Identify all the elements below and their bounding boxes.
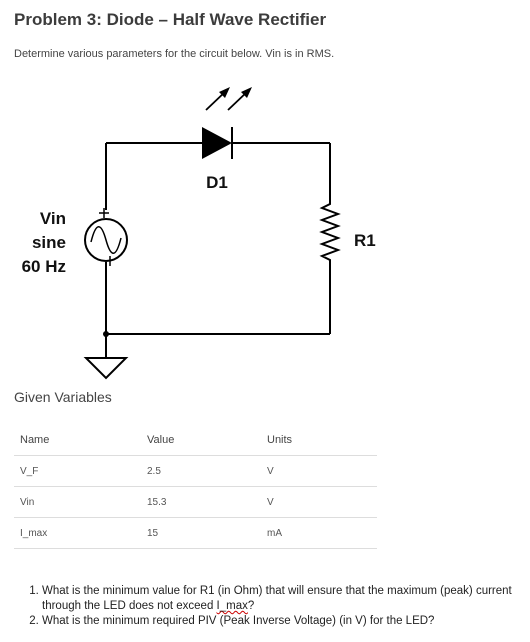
question-2: What is the minimum required PIV (Peak I… [42, 614, 530, 629]
question-1-text: What is the minimum value for R1 (in Ohm… [42, 585, 512, 612]
column-header-units: Units [261, 425, 377, 456]
given-variables-heading: Given Variables [14, 389, 112, 405]
column-header-value: Value [141, 425, 261, 456]
cell-value: 15 [141, 517, 261, 549]
cell-value: 15.3 [141, 486, 261, 518]
given-variables-table: Name Value Units V_F 2.5 V Vin 15.3 V I_… [14, 425, 377, 549]
question-1: What is the minimum value for R1 (in Ohm… [42, 584, 530, 614]
ac-source [84, 218, 128, 262]
cell-units: mA [261, 517, 377, 549]
cell-name: V_F [14, 455, 141, 487]
source-label-vin: Vin [40, 209, 66, 228]
cell-value: 2.5 [141, 455, 261, 487]
ground-symbol [83, 357, 129, 380]
cell-name: Vin [14, 486, 141, 518]
question-1-end: ? [247, 600, 255, 612]
diode-label: D1 [206, 173, 228, 192]
source-label-freq: 60 Hz [22, 257, 66, 276]
diode-d1 [202, 127, 232, 159]
cell-name: I_max [14, 517, 141, 549]
resistor-r1 [319, 200, 341, 266]
problem-subtitle: Determine various parameters for the cir… [14, 48, 335, 60]
resistor-label: R1 [354, 231, 376, 250]
cell-units: V [261, 486, 377, 518]
question-1-term: I_max [216, 600, 248, 612]
column-header-name: Name [14, 425, 141, 456]
circuit-diagram: Vin sine 60 Hz D1 R1 [22, 87, 376, 380]
cell-units: V [261, 455, 377, 487]
led-arrowhead-2 [241, 87, 252, 98]
led-arrowhead-1 [219, 87, 230, 98]
source-label-sine: sine [32, 233, 66, 252]
problem-title: Problem 3: Diode – Half Wave Rectifier [14, 10, 327, 29]
table-row: V_F 2.5 V [14, 455, 377, 487]
sine-icon [90, 226, 122, 254]
table-header-row: Name Value Units [14, 425, 377, 456]
table-row: Vin 15.3 V [14, 486, 377, 518]
table-row: I_max 15 mA [14, 517, 377, 549]
question-list: What is the minimum value for R1 (in Ohm… [22, 584, 530, 629]
junction-dot [103, 331, 109, 337]
